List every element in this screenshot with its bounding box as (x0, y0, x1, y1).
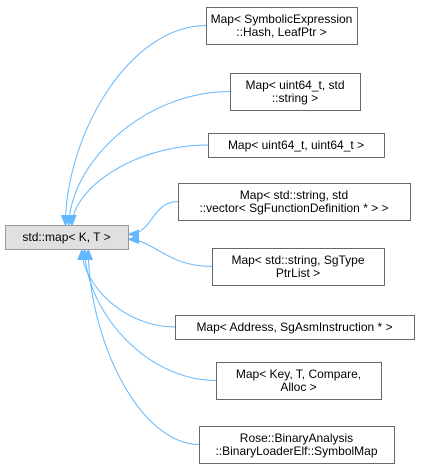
class-name-line: PtrList > (276, 266, 320, 280)
inheritance-edge-map-uint64-uint64 (71, 144, 209, 226)
class-box (212, 248, 385, 286)
class-name-line: std::map< K, T > (22, 230, 110, 244)
class-name-line: Map< Key, T, Compare, (236, 367, 361, 381)
class-name-line: Map< uint64_t, uint64_t > (228, 138, 364, 152)
class-box (216, 362, 382, 400)
inheritance-edge-map-symbolic-expression (64, 25, 207, 226)
class-name-line: ::vector< SgFunctionDefinition * > > (199, 201, 388, 215)
inheritance-edge-map-string-sgtypeptrlist (128, 238, 213, 267)
inheritance-arrowhead (67, 215, 77, 227)
base-class-node-std-map[interactable]: std::map< K, T > (5, 225, 129, 250)
class-name-line: Alloc > (280, 380, 316, 394)
inheritance-edge-map-address-sgasminstruction (81, 249, 176, 328)
derived-class-node-map-uint64-uint64[interactable]: Map< uint64_t, uint64_t > (208, 133, 385, 158)
class-name-line: ::Hash, LeafPtr > (236, 25, 326, 39)
derived-class-node-binary-loader-elf-symbol-map[interactable]: Rose::BinaryAnalysis::BinaryLoaderElf::S… (199, 426, 395, 464)
inheritance-edge-binary-loader-elf-symbol-map (87, 249, 200, 445)
derived-class-node-map-address-sgasminstruction[interactable]: Map< Address, SgAsmInstruction * > (175, 315, 415, 340)
class-name-line: ::BinaryLoaderElf::SymbolMap (215, 444, 377, 458)
inheritance-arrowhead (127, 234, 139, 245)
class-name-line: Map< uint64_t, std (245, 78, 344, 92)
class-name-line: ::string > (272, 91, 318, 105)
class-box (199, 426, 395, 464)
class-name-line: Map< Address, SgAsmInstruction * > (196, 320, 392, 334)
class-name-line: Rose::BinaryAnalysis (240, 431, 353, 445)
class-nodes: std::map< K, T > Map< SymbolicExpression:… (5, 7, 415, 464)
inheritance-edge-map-string-vector-sgfunctiondefinition (128, 201, 179, 235)
class-name-line: Map< std::string, SgType (231, 253, 364, 267)
derived-class-node-map-symbolic-expression[interactable]: Map< SymbolicExpression::Hash, LeafPtr > (206, 7, 358, 45)
class-box (175, 315, 415, 340)
class-box (5, 225, 129, 250)
class-name-line: Map< SymbolicExpression (211, 12, 353, 26)
class-box (206, 7, 358, 45)
class-box (178, 183, 411, 221)
derived-class-node-map-string-vector-sgfunctiondefinition[interactable]: Map< std::string, std::vector< SgFunctio… (178, 183, 411, 221)
inheritance-arrowhead (83, 248, 94, 260)
inheritance-edge-map-uint64-string (68, 91, 231, 226)
class-name-line: Map< std::string, std (240, 188, 348, 202)
derived-class-node-map-uint64-string[interactable]: Map< uint64_t, std::string > (230, 73, 361, 111)
class-box (230, 73, 361, 111)
inheritance-edges (60, 25, 231, 445)
inheritance-edge-map-key-t-compare-alloc (84, 249, 217, 381)
class-box (208, 133, 385, 158)
derived-class-node-map-key-t-compare-alloc[interactable]: Map< Key, T, Compare,Alloc > (216, 362, 382, 400)
